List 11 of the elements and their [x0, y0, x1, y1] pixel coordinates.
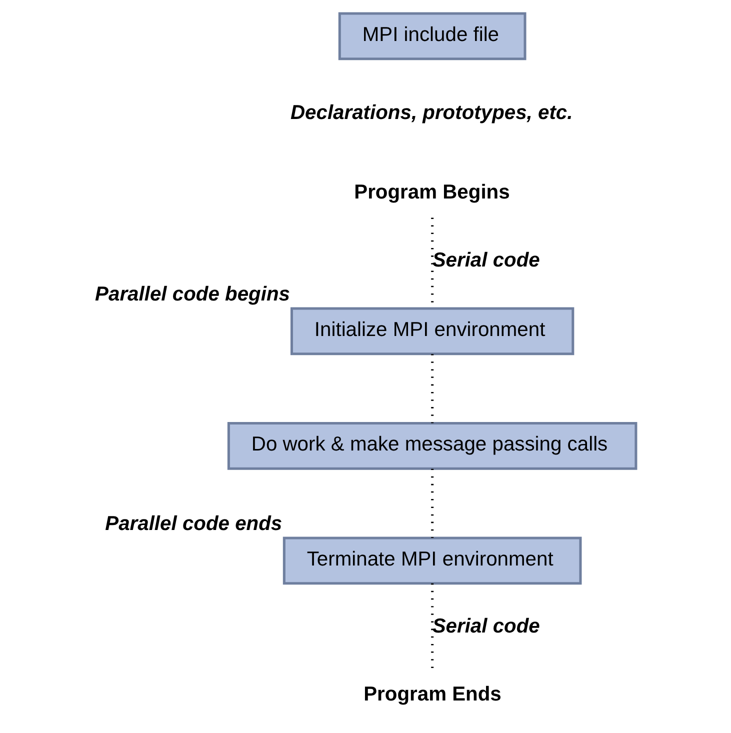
- node-box: Initialize MPI environment: [290, 307, 574, 356]
- node-box: MPI include file: [338, 12, 526, 60]
- node-label: Parallel code ends: [105, 513, 282, 536]
- edge-label: Serial code: [432, 250, 540, 272]
- node-box: Do work & make message passing calls: [227, 422, 638, 470]
- node-box: Terminate MPI environment: [282, 536, 582, 585]
- edge-label: Serial code: [432, 615, 540, 638]
- label: Declarations, prototypes, etc.: [290, 102, 573, 124]
- node-text: Program Ends: [364, 683, 502, 706]
- node-label: Parallel code begins: [95, 284, 290, 306]
- node-text: Program Begins: [354, 182, 510, 204]
